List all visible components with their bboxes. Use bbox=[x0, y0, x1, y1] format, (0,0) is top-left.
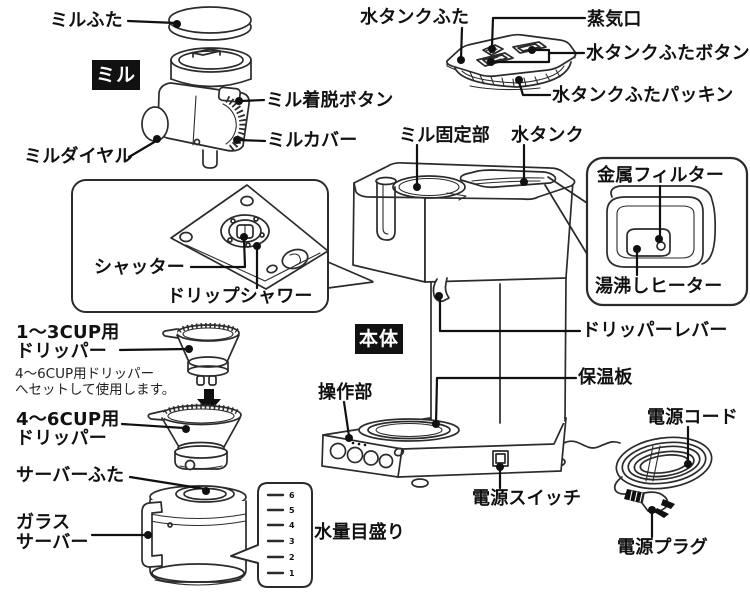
label-mill-release-button: ミル着脱ボタン bbox=[266, 90, 394, 111]
dripper-1-3-illustration bbox=[162, 322, 240, 386]
shutter-callout-box bbox=[71, 179, 374, 313]
stack-arrow-icon bbox=[197, 389, 221, 413]
label-mill-lid: ミルふた bbox=[50, 10, 123, 31]
label-dripper-4-6-line1: 4〜6CUP用 bbox=[16, 409, 120, 430]
label-boil-heater: 湯沸しヒーター bbox=[595, 276, 723, 297]
main-body-badge: 本体 bbox=[355, 324, 403, 354]
leader-lines bbox=[90, 16, 692, 539]
water-gauge-ticks bbox=[266, 493, 285, 575]
power-plug-illustration bbox=[624, 489, 675, 518]
label-shutter: シャッター bbox=[94, 257, 185, 278]
label-dripper-note-line2: へセットして使用します。 bbox=[15, 382, 176, 398]
packing-hatch bbox=[469, 69, 561, 88]
label-steam-vent: 蒸気口 bbox=[587, 9, 642, 30]
label-mill-mount: ミル固定部 bbox=[399, 125, 490, 146]
glass-server-illustration bbox=[141, 485, 247, 586]
label-mill-dial: ミルダイヤル bbox=[24, 146, 133, 167]
label-metal-filter: 金属フィルター bbox=[597, 165, 725, 186]
label-power-switch: 電源スイッチ bbox=[472, 488, 582, 509]
label-warming-plate: 保温板 bbox=[578, 367, 633, 388]
gauge-tick-2: 2 bbox=[289, 553, 295, 562]
label-dripper-4-6-line2: ドリッパー bbox=[16, 428, 107, 449]
label-glass-server-line2: サーバー bbox=[16, 532, 89, 553]
mill-unit-illustration bbox=[141, 47, 252, 169]
label-power-plug: 電源プラグ bbox=[617, 537, 708, 558]
label-control-panel: 操作部 bbox=[318, 382, 373, 403]
gauge-tick-4: 4 bbox=[289, 521, 295, 530]
label-server-lid: サーバーふた bbox=[16, 465, 125, 486]
label-drip-shower: ドリップシャワー bbox=[167, 286, 313, 307]
label-dripper-note-line1: 4〜6CUP用ドリッパー bbox=[15, 366, 155, 382]
label-water-tank: 水タンク bbox=[511, 125, 584, 146]
label-dripper-1-3-line2: ドリッパー bbox=[16, 341, 107, 362]
label-dripper-lever: ドリッパーレバー bbox=[582, 320, 728, 341]
gauge-tick-6: 6 bbox=[289, 491, 295, 500]
label-glass-server-line1: ガラス bbox=[16, 512, 71, 533]
label-water-tank-lid-packing: 水タンクふたパッキン bbox=[552, 85, 734, 106]
power-cord-illustration bbox=[563, 436, 713, 495]
gauge-tick-3: 3 bbox=[289, 537, 295, 546]
label-water-tank-lid: 水タンクふた bbox=[360, 7, 470, 28]
label-mill-cover: ミルカバー bbox=[267, 130, 358, 151]
gauge-tick-5: 5 bbox=[289, 506, 295, 515]
main-body-illustration bbox=[321, 161, 588, 488]
label-dripper-1-3-line1: 1〜3CUP用 bbox=[16, 322, 120, 343]
label-power-cord: 電源コード bbox=[647, 407, 738, 428]
gauge-tick-1: 1 bbox=[289, 569, 295, 578]
mill-lid-illustration bbox=[168, 6, 252, 41]
water-gauge-callout: 6 5 4 3 2 1 bbox=[230, 482, 313, 588]
label-water-tank-lid-button: 水タンクふたボタン bbox=[586, 43, 750, 64]
filter-callout-box bbox=[585, 156, 749, 307]
label-water-gauge: 水量目盛り bbox=[314, 522, 405, 543]
mill-badge: ミル bbox=[92, 60, 140, 90]
dripper-4-6-illustration bbox=[147, 403, 242, 471]
